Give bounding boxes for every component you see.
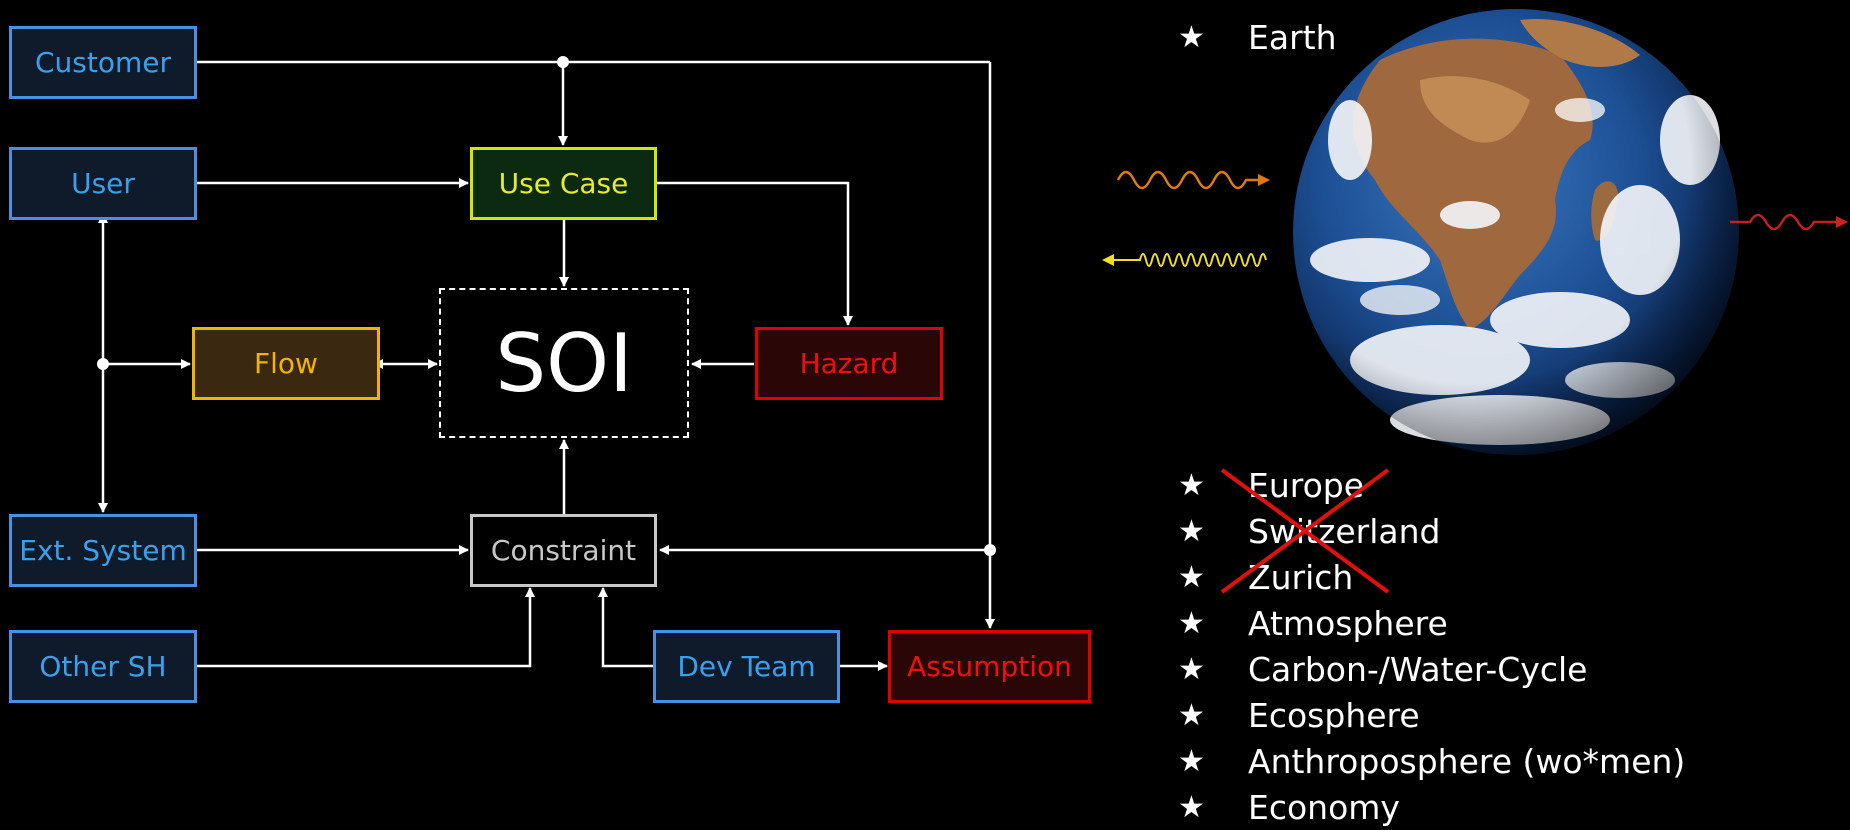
earth-label: Earth	[1248, 17, 1337, 57]
struck-item: ★ Europe	[1174, 462, 1685, 508]
layer-item-label: Carbon-/Water-Cycle	[1248, 649, 1588, 689]
star-icon: ★	[1178, 605, 1205, 641]
layer-item: ★ Atmosphere	[1174, 600, 1685, 646]
layer-item-label: Economy	[1248, 787, 1400, 827]
junction-dot	[984, 544, 996, 556]
user-label: User	[71, 167, 135, 200]
flow-node: Flow	[192, 327, 380, 400]
layer-item: ★ Economy	[1174, 784, 1685, 830]
struck-item-label: Switzerland	[1248, 511, 1441, 551]
layer-item: ★ Carbon-/Water-Cycle	[1174, 646, 1685, 692]
customer-node: Customer	[9, 26, 197, 99]
earth-layers-list: ★ Europe ★ Switzerland ★ Zurich ★ Atmosphere ★ Ca…	[1174, 462, 1685, 830]
hazard-node: Hazard	[755, 327, 943, 400]
assumption-node: Assumption	[888, 630, 1091, 703]
struck-item-label: Europe	[1248, 465, 1365, 505]
usecase-to-hazard-arrow	[657, 181, 853, 326]
struck-item: ★ Zurich	[1174, 554, 1685, 600]
assumption-label: Assumption	[907, 650, 1072, 683]
struck-item: ★ Switzerland	[1174, 508, 1685, 554]
customer-label: Customer	[34, 46, 171, 79]
junction-dot	[97, 358, 109, 370]
junction-dot	[557, 56, 569, 68]
use-case-node: Use Case	[470, 147, 657, 220]
layer-item-label: Ecosphere	[1248, 695, 1420, 735]
layer-item-label: Atmosphere	[1248, 603, 1448, 643]
soi-label: SOI	[495, 316, 633, 410]
star-icon: ★	[1178, 697, 1205, 733]
user-node: User	[9, 147, 197, 220]
devteam-to-constraint-arrow	[598, 587, 653, 668]
struck-item-label: Zurich	[1248, 557, 1354, 597]
other-sh-label: Other SH	[39, 650, 167, 683]
star-icon: ★	[1178, 513, 1205, 549]
constraint-label: Constraint	[490, 534, 637, 567]
star-icon: ★	[1178, 467, 1205, 503]
constraint-node: Constraint	[470, 514, 657, 587]
flow-label: Flow	[254, 347, 318, 380]
soi-node: SOI	[439, 288, 689, 438]
earth-bullet: ★ Earth	[1174, 14, 1337, 60]
ext-system-label: Ext. System	[19, 534, 187, 567]
layer-item: ★ Ecosphere	[1174, 692, 1685, 738]
hazard-label: Hazard	[799, 347, 899, 380]
star-icon: ★	[1178, 789, 1205, 825]
othersh-to-constraint-arrow	[197, 587, 535, 668]
other-sh-node: Other SH	[9, 630, 197, 703]
dev-team-label: Dev Team	[677, 650, 816, 683]
star-icon: ★	[1178, 19, 1205, 55]
layer-item: ★ Anthroposphere (wo*men)	[1174, 738, 1685, 784]
star-icon: ★	[1178, 651, 1205, 687]
star-icon: ★	[1178, 559, 1205, 595]
use-case-label: Use Case	[498, 167, 629, 200]
dev-team-node: Dev Team	[653, 630, 840, 703]
ext-system-node: Ext. System	[9, 514, 197, 587]
star-icon: ★	[1178, 743, 1205, 779]
layer-item-label: Anthroposphere (wo*men)	[1248, 741, 1686, 781]
